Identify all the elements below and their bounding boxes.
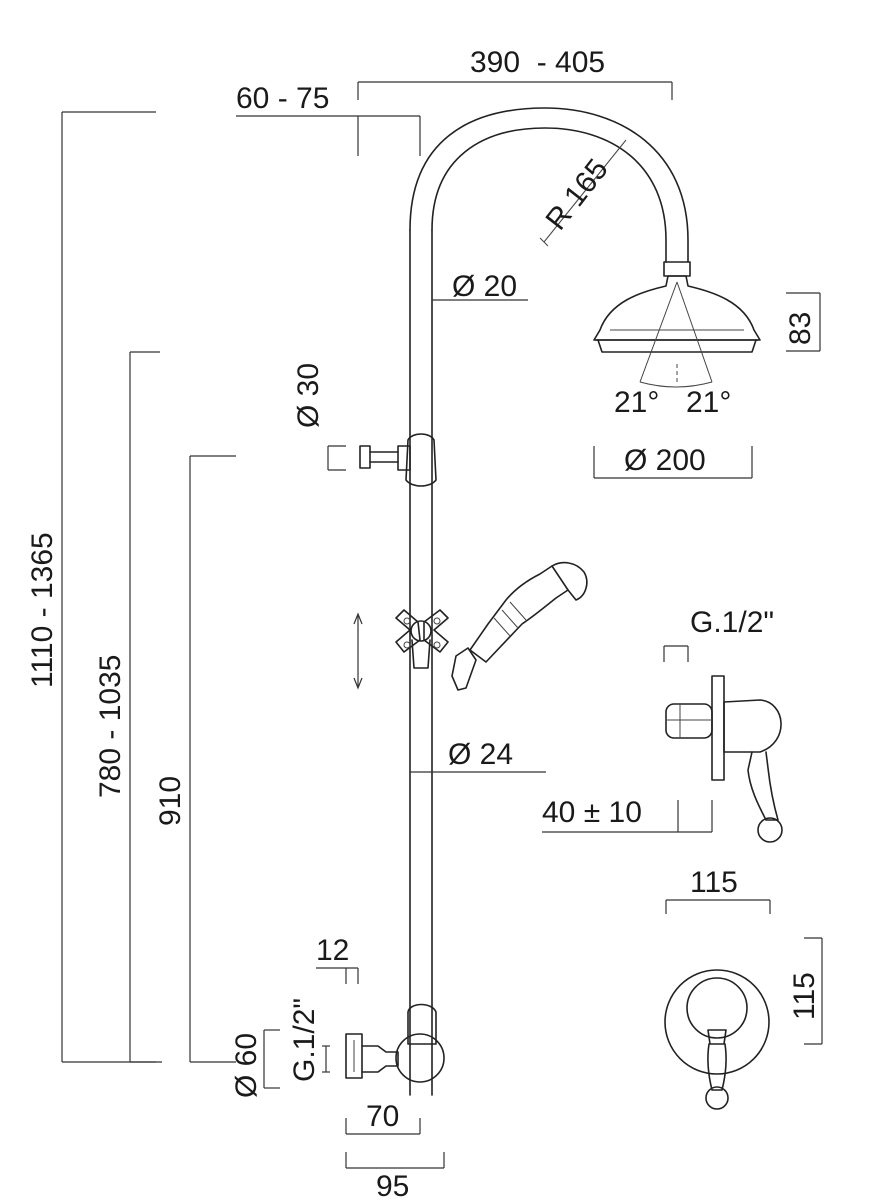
dim-plate-width: 115 <box>690 866 738 899</box>
dim-head-diameter: Ø 200 <box>624 444 706 477</box>
dim-inlet-thread: G.1/2" <box>288 998 321 1082</box>
dim-spray-angle-left: 21° <box>614 386 659 419</box>
sliding-holder <box>395 609 477 691</box>
dim-plate-height: 115 <box>788 972 821 1020</box>
dim-flange-diameter: Ø 60 <box>230 1033 263 1098</box>
bottom-inlet <box>345 1003 445 1083</box>
dim-arm-diameter: Ø 20 <box>452 270 517 303</box>
hand-shower <box>469 561 588 663</box>
shower-head <box>593 275 761 388</box>
valve-side-view <box>665 675 783 843</box>
dim-inlet-depth-70: 70 <box>366 1100 399 1133</box>
dim-arm-radius: R 165 <box>540 153 615 236</box>
dim-inlet-depth-95: 95 <box>376 1170 409 1200</box>
dim-wall-offset: 60 - 75 <box>236 82 329 115</box>
dim-inlet-offset: 12 <box>316 934 349 967</box>
dim-total-height: 1110 - 1365 <box>26 532 59 688</box>
dim-head-height: 83 <box>784 312 817 345</box>
dim-column-diameter: Ø 24 <box>448 738 513 771</box>
dim-spray-angle-right: 21° <box>686 386 731 419</box>
dim-valve-depth: 40 ± 10 <box>542 796 642 829</box>
dim-head-reach: 390 - 405 <box>470 46 605 79</box>
wall-bracket-top <box>359 433 437 487</box>
dim-valve-thread: G.1/2" <box>690 606 774 639</box>
dim-bracket-diameter: Ø 30 <box>292 363 325 428</box>
valve-front-view <box>664 969 770 1110</box>
shower-column <box>409 107 691 1096</box>
dim-slider-height: 780 - 1035 <box>94 655 127 798</box>
dim-support-height: 910 <box>154 776 187 826</box>
dimension-lines <box>61 81 823 1169</box>
